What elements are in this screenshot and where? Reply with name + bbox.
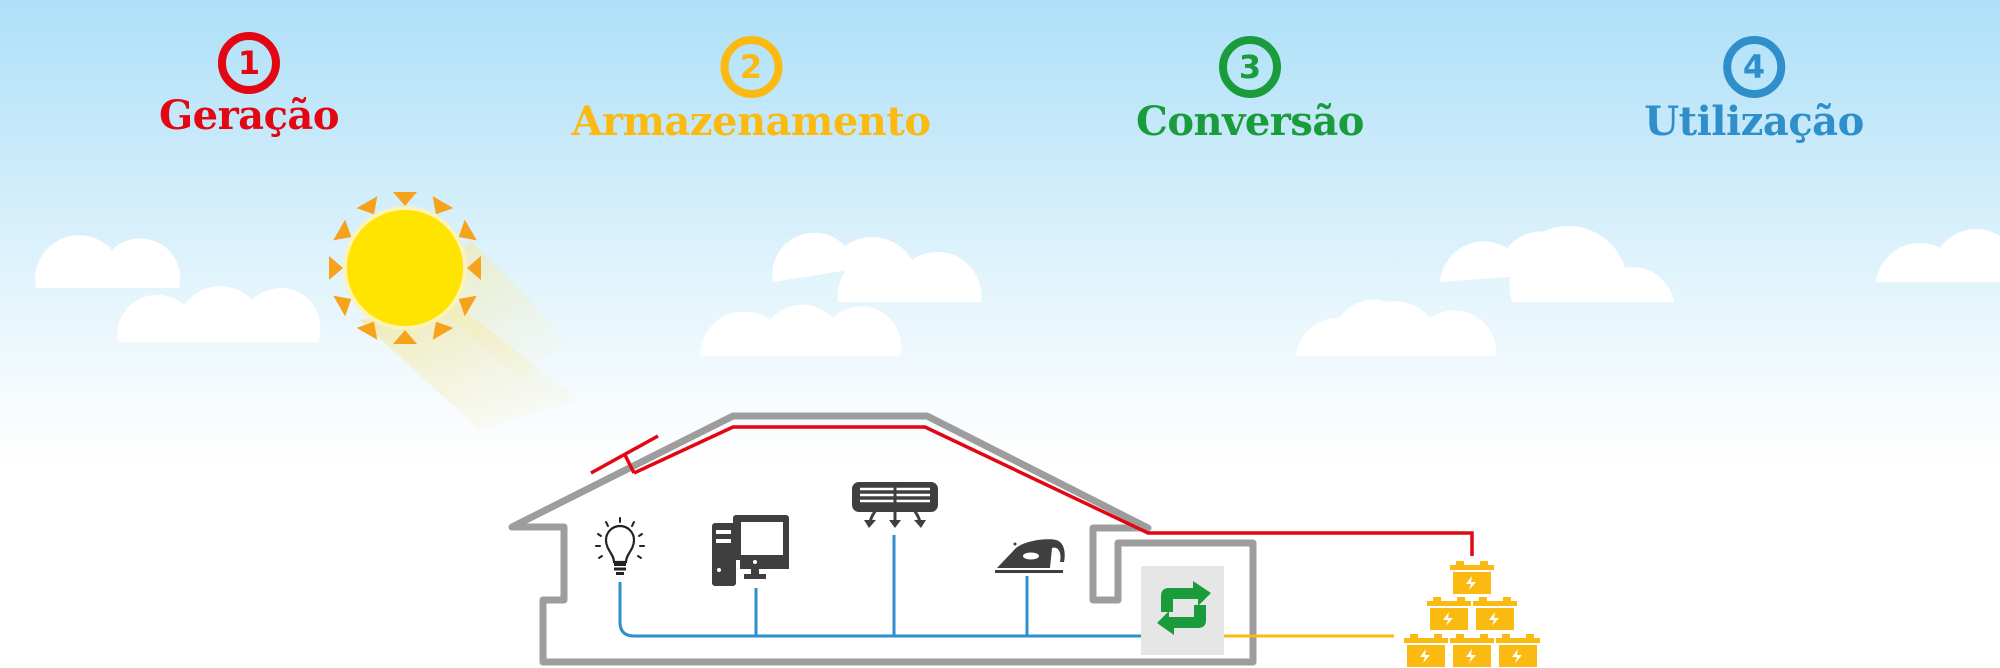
cloud-icon [35, 235, 181, 288]
cloud-icon [117, 286, 321, 342]
sun-icon [329, 192, 481, 344]
battery-icon [1427, 597, 1471, 630]
usage-wire [618, 535, 1141, 638]
step-label: Utilização [1644, 98, 1864, 145]
convert-arrows-icon [1157, 581, 1211, 635]
step-label: Conversão [1136, 98, 1364, 145]
clothes-iron-icon [995, 539, 1065, 573]
air-conditioner-icon [852, 482, 938, 528]
generation-wire [590, 425, 1474, 556]
step-generation: 1 Geração [158, 32, 340, 139]
clouds [35, 225, 2000, 356]
battery-icon [1450, 634, 1494, 667]
desktop-computer-icon [712, 515, 789, 586]
cloud-icon [699, 304, 902, 356]
battery-icon [1496, 634, 1540, 667]
step-label: Geração [158, 92, 340, 139]
step-storage: 2 Armazenamento [571, 36, 931, 145]
lightbulb-icon [595, 517, 645, 575]
battery-icon [1473, 597, 1517, 630]
house-outline [508, 412, 1257, 666]
step-number-badge: 3 [1218, 36, 1281, 98]
cloud-icon [772, 232, 982, 302]
cloud-icon [1876, 229, 2000, 282]
battery-stack [1404, 561, 1540, 667]
cloud-icon [1296, 299, 1497, 356]
step-label: Armazenamento [571, 98, 931, 145]
step-conversion: 3 Conversão [1136, 36, 1364, 144]
step-number-badge: 1 [218, 32, 280, 94]
step-number-badge: 4 [1723, 36, 1785, 98]
converter-box [1141, 566, 1224, 655]
step-usage: 4 Utilização [1644, 36, 1864, 144]
step-number-badge: 2 [720, 36, 782, 98]
battery-icon [1404, 634, 1448, 667]
solar-panel [590, 434, 659, 475]
battery-icon [1450, 561, 1494, 594]
cloud-icon [1440, 225, 1674, 302]
